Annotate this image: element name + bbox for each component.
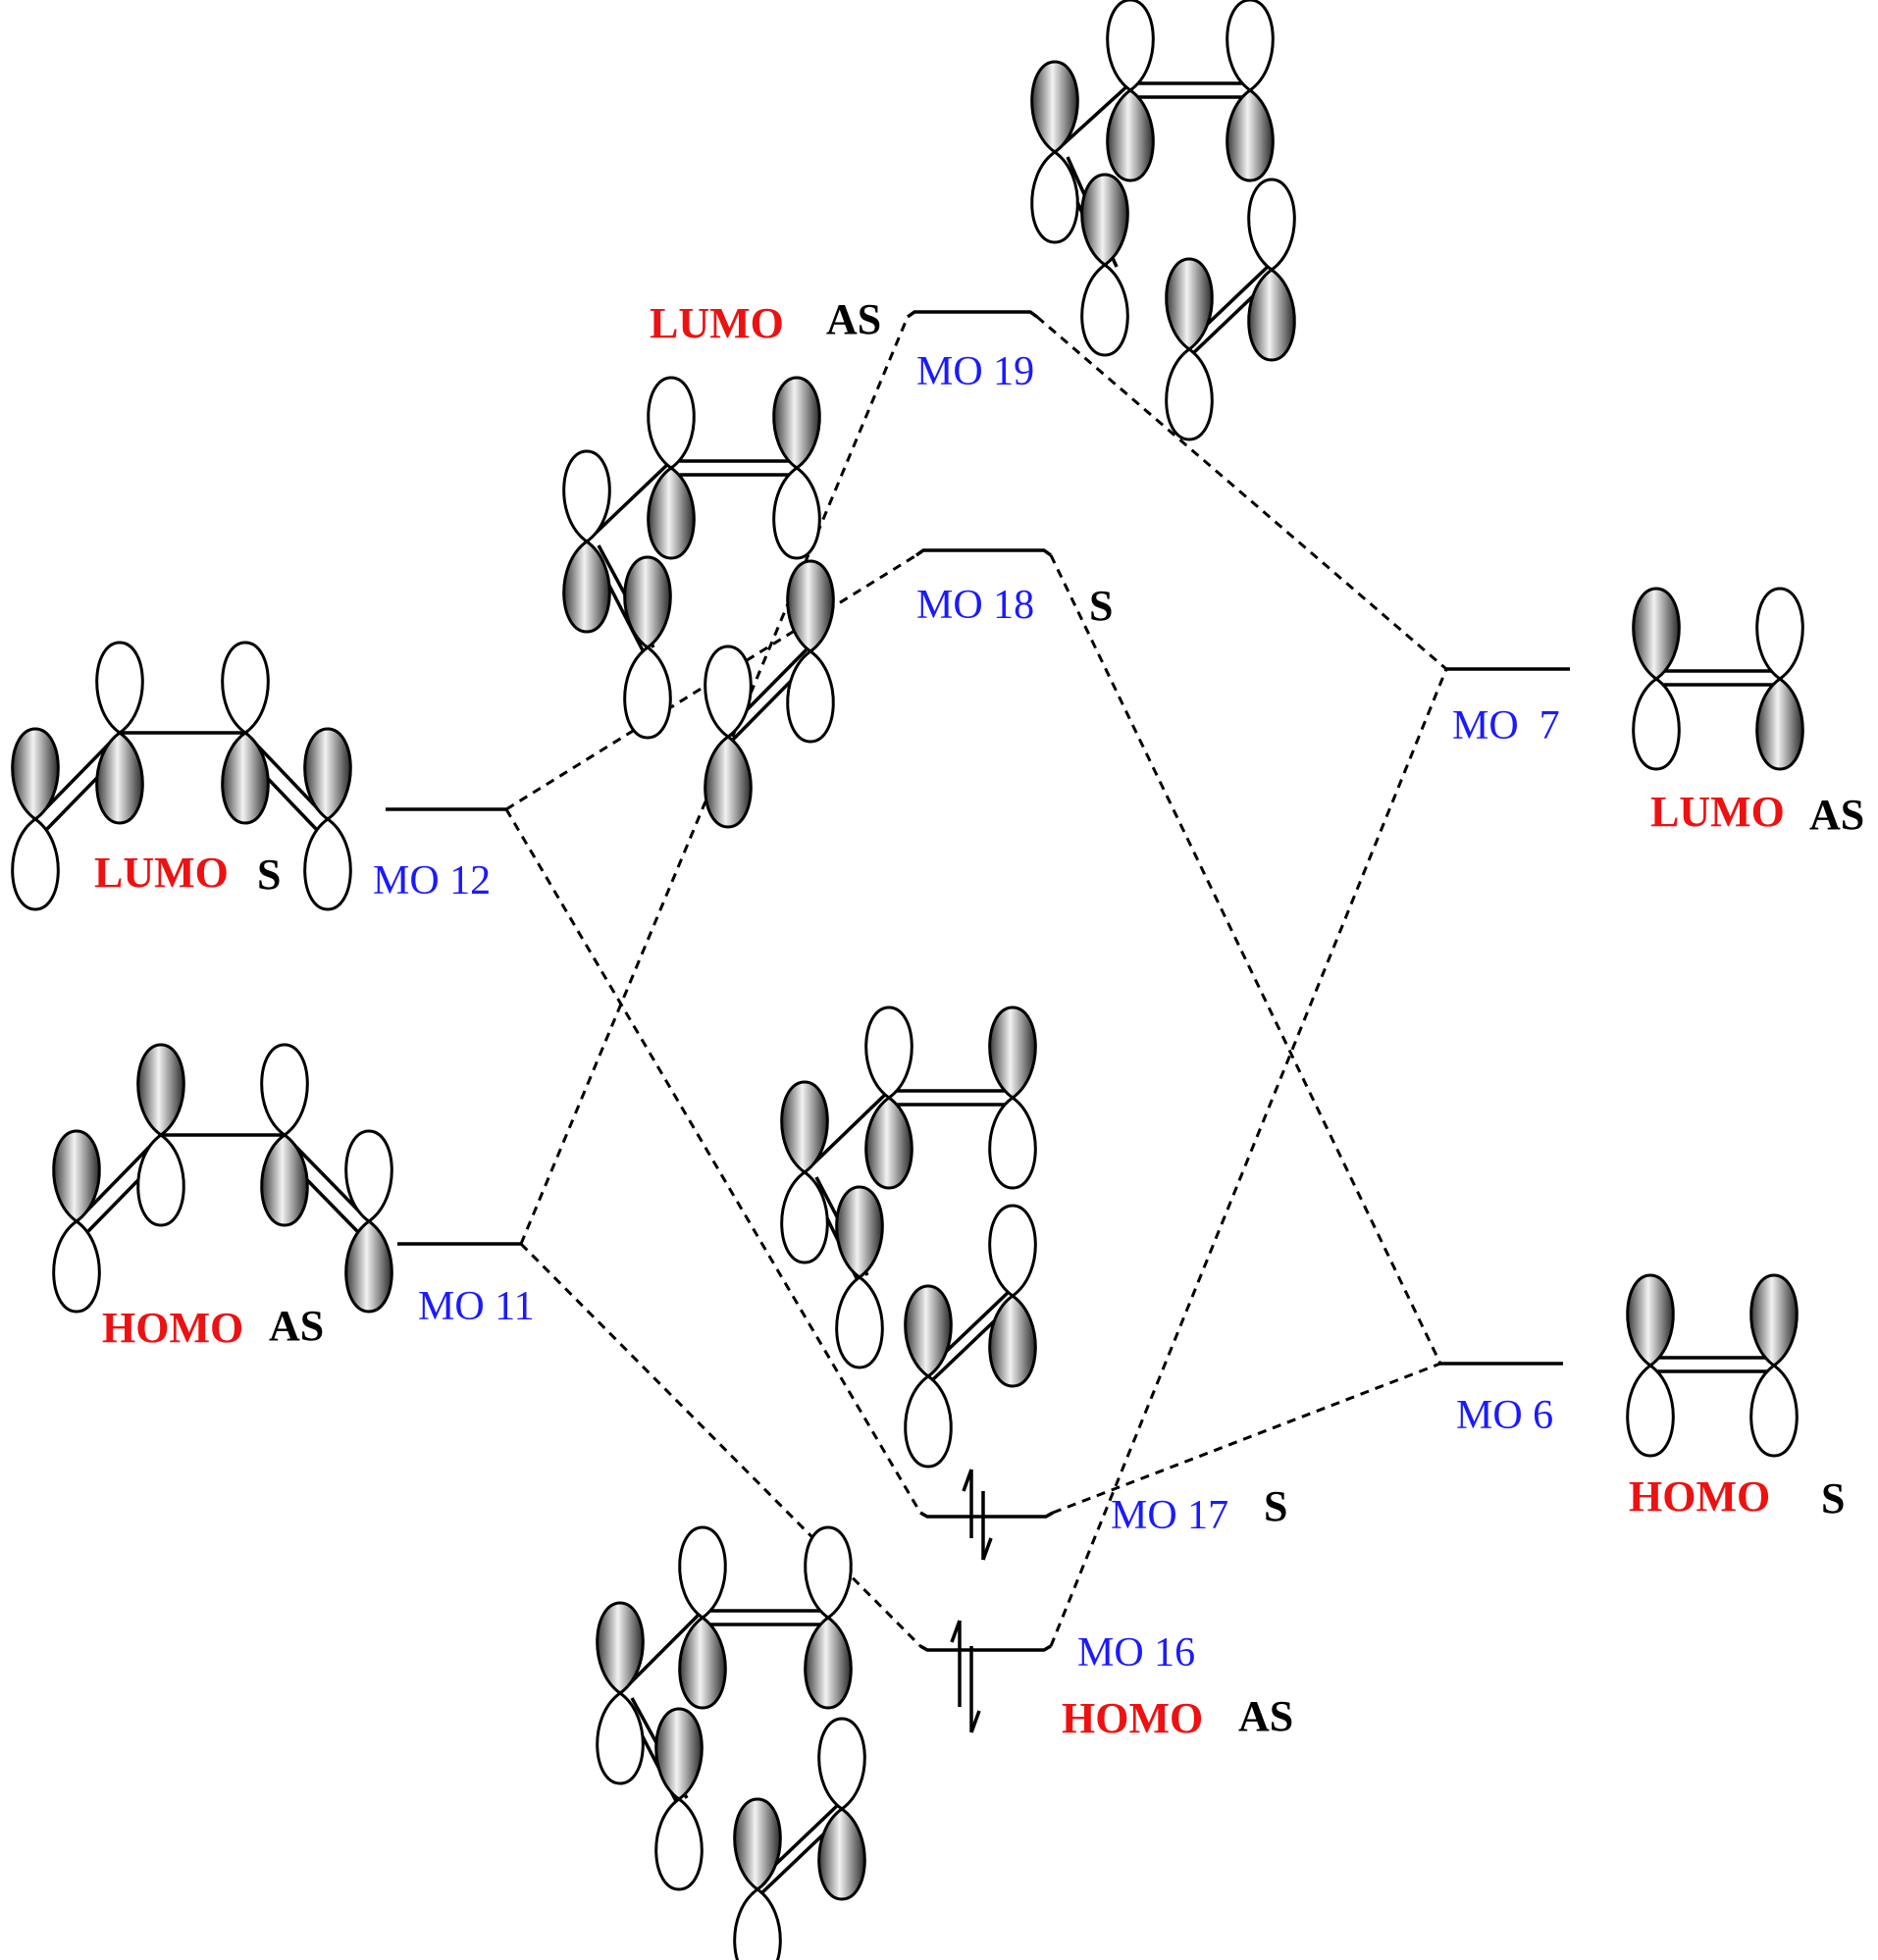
level-mo17 [919, 1511, 1054, 1519]
corr-mo11-mo16 [519, 1242, 922, 1648]
product-mo17-symmetry: S [1264, 1482, 1287, 1530]
energy-levels [386, 310, 1570, 1652]
butadiene-lumo-symmetry: S [257, 851, 281, 899]
ethylene-mo6-label: MO 6 [1456, 1393, 1553, 1438]
product-mo19-symmetry: AS [826, 295, 881, 343]
butadiene-homo-orbital [52, 1043, 393, 1314]
ethylene-homo-label: HOMO [1629, 1472, 1770, 1521]
butadiene-mo12-label: MO 12 [373, 858, 491, 903]
corr-mo12-mo17 [504, 808, 922, 1514]
product-mo18-label: MO 18 [916, 583, 1034, 628]
butadiene-lumo-label: LUMO [94, 849, 229, 897]
product-mo18-orbital [562, 376, 835, 829]
level-mo19 [906, 310, 1039, 319]
level-mo18 [914, 548, 1053, 557]
corr-mo11-mo19 [519, 316, 910, 1245]
corr-mo16-mo7 [1049, 668, 1448, 1647]
ethylene-homo-orbital [1626, 1273, 1799, 1458]
product-mo18-symmetry: S [1089, 582, 1113, 630]
level-mo16 [919, 1644, 1052, 1652]
butadiene-lumo-orbital [11, 641, 352, 911]
ethylene-lumo-orbital [1632, 587, 1804, 771]
product-mo16-label: MO 16 [1077, 1630, 1195, 1676]
ethylene-lumo-symmetry: AS [1809, 791, 1864, 839]
product-mo16-symmetry: AS [1238, 1692, 1293, 1740]
product-mo16-orbital [596, 1525, 866, 1960]
ethylene-lumo-label: LUMO [1650, 788, 1785, 836]
product-mo17-orbital [780, 1006, 1037, 1469]
electron-pair-mo16 [950, 1620, 981, 1733]
electron-pair-mo17 [962, 1469, 993, 1561]
product-mo16-frontier-label: HOMO [1062, 1694, 1203, 1742]
butadiene-homo-symmetry: AS [269, 1302, 324, 1350]
ethylene-mo7-label: MO 7 [1452, 703, 1560, 748]
butadiene-mo11-label: MO 11 [418, 1284, 535, 1329]
corr-mo18-mo6 [1049, 554, 1442, 1365]
corr-mo19-mo7 [1036, 315, 1447, 671]
butadiene-homo-label: HOMO [102, 1304, 243, 1352]
corr-mo17-mo6 [1052, 1362, 1441, 1515]
product-mo19-label: MO 19 [916, 349, 1034, 394]
ethylene-homo-symmetry: S [1821, 1474, 1845, 1522]
product-mo17-label: MO 17 [1111, 1493, 1228, 1538]
product-mo19-orbital [1030, 0, 1296, 441]
product-mo19-frontier-label: LUMO [650, 299, 784, 347]
